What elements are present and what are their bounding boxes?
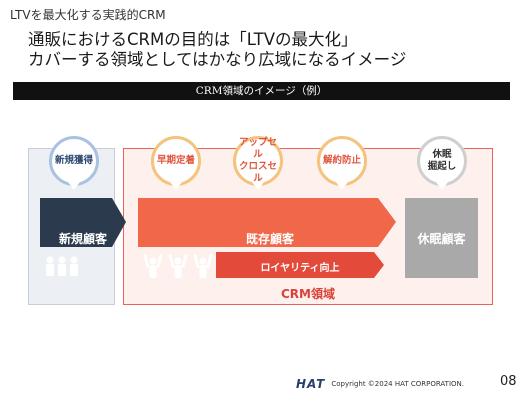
bubble-dormant-reactivation: 休眠 掘起し [417, 136, 467, 186]
people-icon [46, 256, 78, 276]
new-customer-arrow [40, 198, 126, 247]
existing-customer-label: 既存顧客 [245, 232, 294, 246]
crm-area-label: CRM領域 [281, 287, 335, 301]
page-number: 08 [500, 374, 517, 389]
dormant-customer-label: 休眠顧客 [417, 232, 466, 246]
loyalty-label: ロイヤリティ向上 [260, 263, 340, 274]
page-title: 通販におけるCRMの目的は「LTVの最大化」 カバーする領域としてはかなり広域に… [28, 30, 406, 70]
new-customer-label: 新規顧客 [58, 232, 107, 246]
bubble-early-retention: 早期定着 [151, 136, 201, 186]
footer: HAT Copyright ©2024 HAT CORPORATION. [296, 377, 464, 391]
bubble-upsell-crosssell: アップセル クロスセル [233, 136, 283, 186]
title-line-2: カバーする領域としてはかなり広域になるイメージ [28, 50, 407, 69]
bubble-new-acquisition: 新規獲得 [49, 136, 99, 186]
bubble-label: 新規獲得 [54, 155, 93, 166]
title-line-1: 通販におけるCRMの目的は「LTVの最大化」 [28, 30, 358, 49]
bubble-label: クロスセル [238, 161, 277, 184]
cheering-people-icon [143, 254, 213, 278]
existing-customer-arrow [138, 198, 396, 247]
bubble-label: 早期定着 [156, 155, 195, 166]
diagram-banner: CRM領域のイメージ（例） [13, 82, 510, 100]
bubble-label: 休眠 [432, 149, 452, 160]
bubble-churn-prevention: 解約防止 [317, 136, 367, 186]
bubble-label: 掘起し [427, 161, 457, 172]
section-header: LTVを最大化する実践的CRM [10, 8, 166, 22]
dormant-customer-box [405, 198, 478, 278]
bubble-label: アップセル [238, 137, 277, 160]
loyalty-arrow [216, 252, 384, 278]
hat-logo: HAT [296, 377, 326, 391]
copyright-text: Copyright ©2024 HAT CORPORATION. [331, 380, 464, 388]
bubble-label: 解約防止 [322, 155, 361, 166]
